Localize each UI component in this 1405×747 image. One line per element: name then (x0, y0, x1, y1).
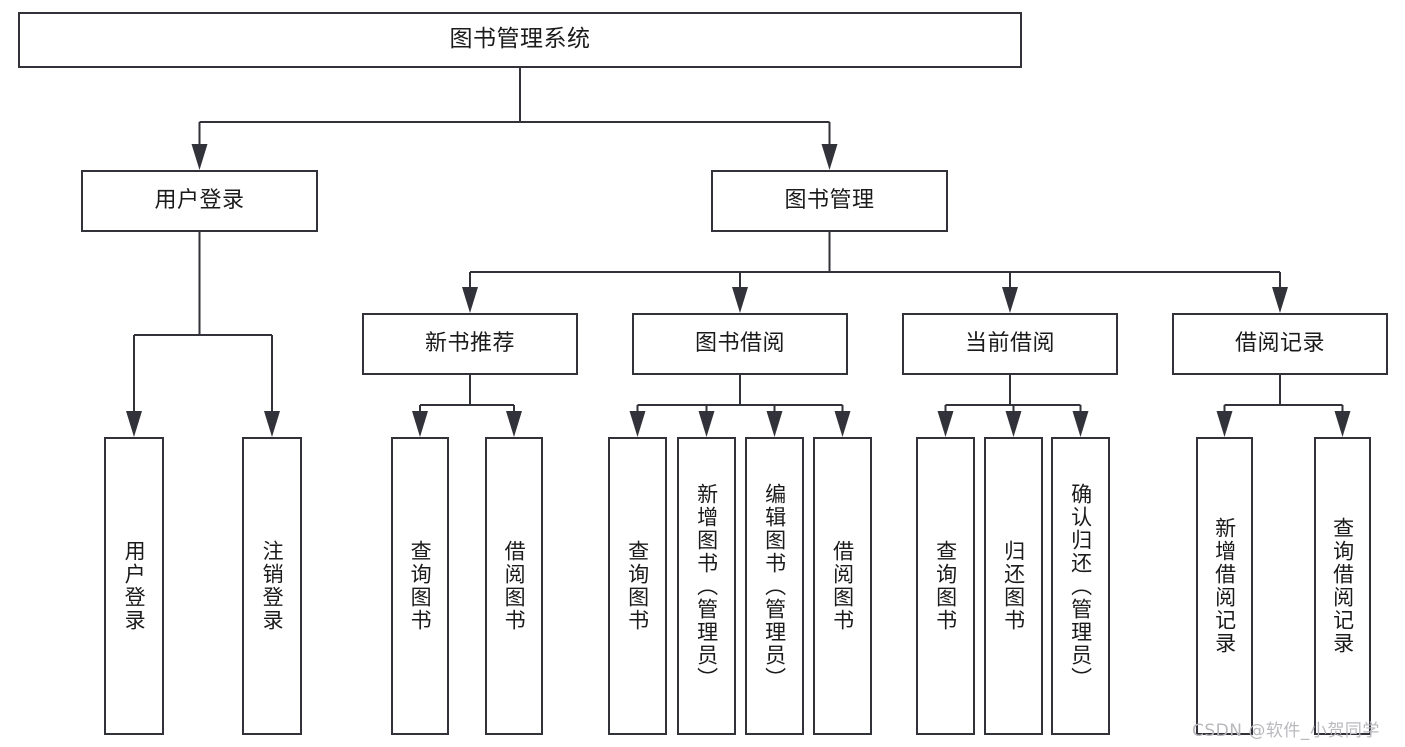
node-label: 查询图书 (933, 540, 958, 632)
node-l2-login[interactable]: 用户登录 (81, 170, 318, 232)
node-l4-query-c[interactable]: 查询图书 (916, 437, 975, 735)
node-l4-edit-book[interactable]: 编辑图书（管理员） (745, 437, 804, 735)
arrow-head-icon (821, 144, 838, 170)
arrow-head-icon (1216, 411, 1233, 437)
arrow-head-icon (412, 411, 428, 437)
node-l4-query-b[interactable]: 查询图书 (608, 437, 667, 735)
node-label: 借阅记录 (1234, 331, 1325, 357)
node-label: 查询图书 (408, 540, 433, 632)
node-label: 当前借阅 (964, 331, 1055, 357)
node-l3-borrow[interactable]: 图书借阅 (632, 313, 848, 375)
node-label: 查询借阅记录 (1330, 517, 1355, 655)
node-label: 新书推荐 (424, 331, 515, 357)
arrow-head-icon (1072, 411, 1089, 437)
node-l4-query-new[interactable]: 查询图书 (391, 437, 449, 735)
node-l4-confirm-return[interactable]: 确认归还（管理员） (1051, 437, 1110, 735)
arrow-head-icon (1002, 287, 1018, 313)
node-label: 图书管理系统 (449, 26, 591, 53)
node-label: 注销登录 (260, 540, 285, 632)
node-root[interactable]: 图书管理系统 (18, 12, 1022, 68)
arrow-head-icon (1334, 411, 1351, 437)
node-l4-return-book[interactable]: 归还图书 (984, 437, 1043, 735)
node-label: 图书借阅 (694, 331, 785, 357)
node-l3-newbook[interactable]: 新书推荐 (362, 313, 578, 375)
node-l4-logout[interactable]: 注销登录 (242, 437, 302, 735)
node-l4-query-record[interactable]: 查询借阅记录 (1314, 437, 1371, 735)
node-label: 归还图书 (1001, 540, 1026, 632)
node-l3-record[interactable]: 借阅记录 (1172, 313, 1388, 375)
node-l4-add-record[interactable]: 新增借阅记录 (1196, 437, 1253, 735)
node-label: 查询图书 (625, 540, 650, 632)
arrow-head-icon (506, 411, 522, 437)
arrow-head-icon (732, 287, 748, 313)
node-label: 编辑图书（管理员） (762, 482, 787, 690)
arrow-head-icon (191, 144, 208, 170)
node-label: 借阅图书 (830, 540, 855, 632)
node-l4-add-book[interactable]: 新增图书（管理员） (677, 437, 736, 735)
node-l4-borrow-book[interactable]: 借阅图书 (813, 437, 872, 735)
arrow-head-icon (629, 411, 646, 437)
watermark: CSDN @软件_小贺同学 (1192, 721, 1380, 741)
node-label: 借阅图书 (502, 540, 527, 632)
node-l2-bookmgmt[interactable]: 图书管理 (711, 170, 948, 232)
node-label: 用户登录 (154, 188, 245, 214)
arrow-head-icon (766, 411, 783, 437)
node-l3-current[interactable]: 当前借阅 (902, 313, 1118, 375)
node-label: 新增图书（管理员） (694, 482, 719, 690)
node-label: 新增借阅记录 (1212, 517, 1237, 655)
arrow-head-icon (1272, 287, 1288, 313)
arrow-head-icon (1005, 411, 1022, 437)
arrow-head-icon (126, 411, 142, 437)
node-l4-userlogin[interactable]: 用户登录 (104, 437, 164, 735)
node-label: 图书管理 (784, 188, 875, 214)
node-label: 用户登录 (122, 540, 147, 632)
arrow-head-icon (937, 411, 954, 437)
node-label: 确认归还（管理员） (1068, 482, 1093, 690)
arrow-head-icon (834, 411, 851, 437)
arrow-head-icon (698, 411, 715, 437)
arrow-head-icon (264, 411, 280, 437)
node-l4-borrow-new[interactable]: 借阅图书 (485, 437, 543, 735)
arrow-head-icon (462, 287, 478, 313)
